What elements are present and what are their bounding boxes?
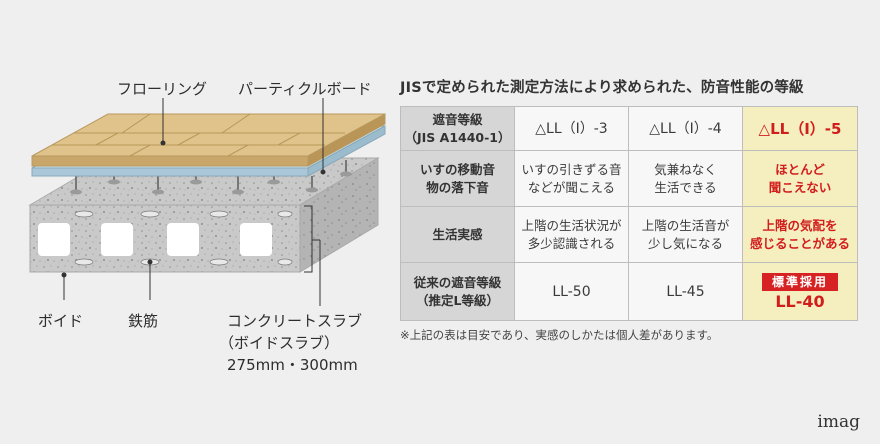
row-header-legacy-grade: 従来の遮音等級 （推定L等級） bbox=[400, 262, 515, 321]
living-feel-cell-highlight: 上階の気配を 感じることがある bbox=[742, 206, 858, 263]
label-slab-type: （ボイドスラブ） bbox=[219, 334, 340, 352]
row-header-grade: 遮音等級 （JIS A1440-1） bbox=[400, 106, 515, 151]
grade-cell-highlight: △LL（Ⅰ）-5 bbox=[742, 106, 858, 151]
table-row: いすの移動音 物の落下音 いすの引きずる音 などが聞こえる 気兼ねなく 生活でき… bbox=[400, 150, 858, 207]
brand-logo-text: imag bbox=[817, 412, 860, 432]
table-footnote: ※上記の表は目安であり、実感のしかたは個人差があります。 bbox=[400, 328, 719, 342]
impact-sound-cell: 気兼ねなく 生活できる bbox=[628, 150, 743, 207]
grade-cell: △LL（Ⅰ）-3 bbox=[514, 106, 629, 151]
table-row: 遮音等級 （JIS A1440-1） △LL（Ⅰ）-3 △LL（Ⅰ）-4 △LL… bbox=[400, 106, 858, 151]
table-row: 生活実感 上階の生活状況が 多少認識される 上階の生活音が 少し気になる 上階の… bbox=[400, 206, 858, 263]
sound-grade-table: 遮音等級 （JIS A1440-1） △LL（Ⅰ）-3 △LL（Ⅰ）-4 △LL… bbox=[400, 106, 858, 321]
grade-cell: △LL（Ⅰ）-4 bbox=[628, 106, 743, 151]
sound-insulation-table-section: JISで定められた測定方法により求められた、防音性能の等級 遮音等級 （JIS … bbox=[400, 78, 860, 343]
rebar-rods bbox=[74, 210, 293, 266]
label-flooring: フローリング bbox=[117, 80, 208, 98]
impact-sound-cell-highlight: ほとんど 聞こえない bbox=[742, 150, 858, 207]
label-particle-board: パーティクルボード bbox=[238, 80, 372, 98]
table-title: JISで定められた測定方法により求められた、防音性能の等級 bbox=[400, 80, 804, 96]
label-rebar: 鉄筋 bbox=[128, 312, 159, 330]
void-holes bbox=[38, 223, 272, 256]
legacy-grade-cell-highlight: 標準採用 LL-40 bbox=[742, 262, 858, 321]
floor-structure-diagram: フローリング パーティクルボード ボイド 鉄筋 コンクリートスラブ （ボイドスラ… bbox=[0, 0, 400, 440]
legacy-grade-cell: LL-45 bbox=[628, 262, 743, 321]
legacy-grade-cell: LL-50 bbox=[514, 262, 629, 321]
flooring-layer bbox=[31, 113, 386, 167]
label-slab: コンクリートスラブ bbox=[227, 312, 363, 330]
row-header-living-feel: 生活実感 bbox=[400, 206, 515, 263]
living-feel-cell: 上階の生活状況が 多少認識される bbox=[514, 206, 629, 263]
legacy-grade-value: LL-40 bbox=[775, 291, 825, 311]
label-void: ボイド bbox=[38, 312, 84, 330]
row-header-impact-sound: いすの移動音 物の落下音 bbox=[400, 150, 515, 207]
label-slab-thickness: 275mm・300mm bbox=[227, 356, 358, 374]
standard-adoption-badge: 標準採用 bbox=[761, 272, 838, 291]
leader-lines bbox=[61, 98, 326, 306]
floor-cross-section bbox=[28, 98, 386, 306]
table-row: 従来の遮音等級 （推定L等級） LL-50 LL-45 標準採用 LL-40 bbox=[400, 262, 858, 321]
support-feet bbox=[70, 171, 352, 195]
living-feel-cell: 上階の生活音が 少し気になる bbox=[628, 206, 743, 263]
impact-sound-cell: いすの引きずる音 などが聞こえる bbox=[514, 150, 629, 207]
